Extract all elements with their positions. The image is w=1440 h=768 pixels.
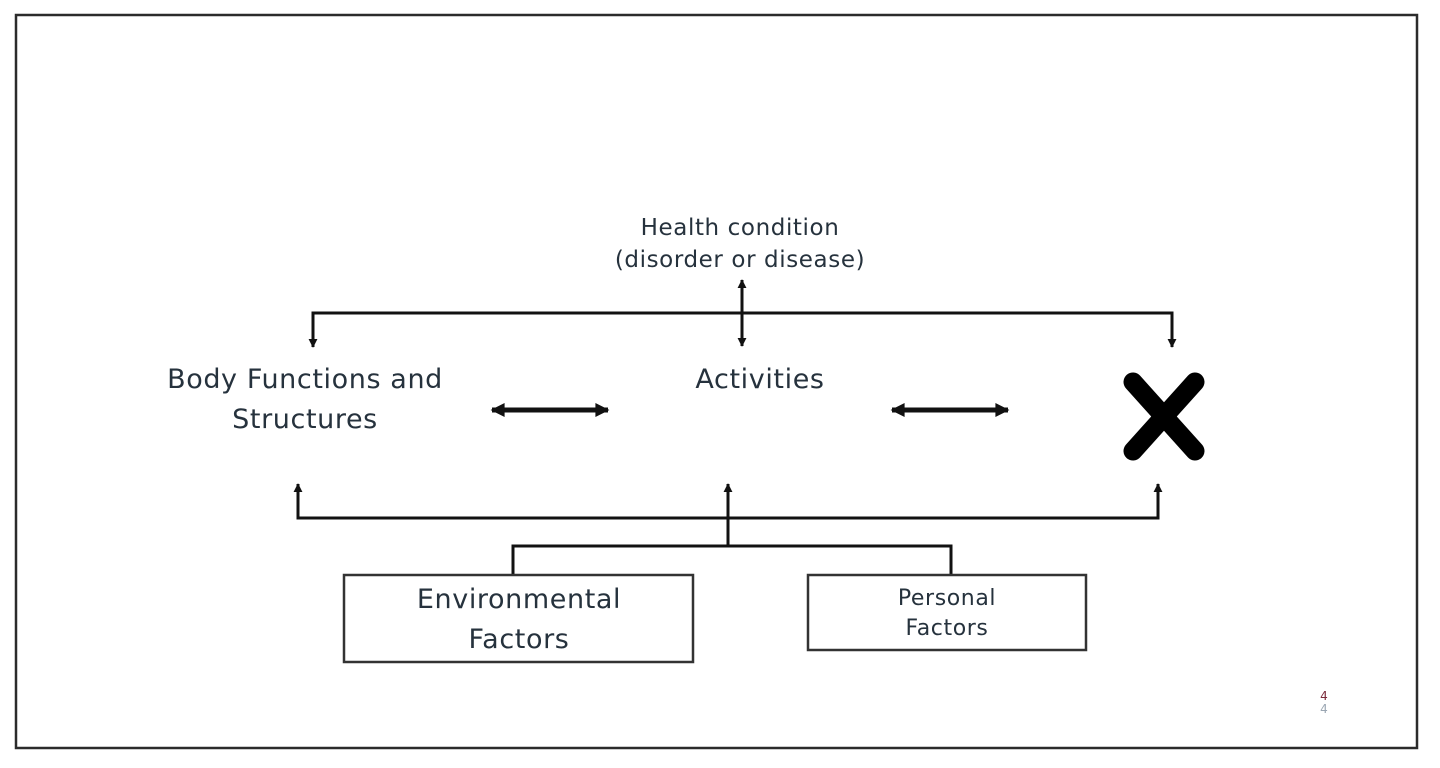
environmental-factors-label: Environmental Factors	[344, 580, 694, 660]
environmental-factors-box	[342, 573, 695, 664]
health-condition-label: Health condition (disorder or disease)	[560, 212, 920, 276]
activities-label: Activities	[620, 360, 900, 400]
health-condition-line1: Health condition	[640, 215, 840, 241]
top-bracket	[311, 311, 1174, 346]
contextual-bracket	[511, 544, 953, 576]
personal-factors-line1: Personal	[897, 586, 997, 611]
body-functions-label: Body Functions and Structures	[100, 360, 510, 440]
slide-number: 4 4	[1312, 690, 1336, 716]
environmental-factors-line2: Factors	[468, 624, 570, 655]
cross-mark-icon	[1123, 372, 1205, 461]
health-condition-line2: (disorder or disease)	[614, 247, 866, 273]
body-functions-line1: Body Functions and	[167, 364, 443, 395]
personal-factors-line2: Factors	[905, 616, 989, 641]
slide-frame	[14, 13, 1419, 750]
slide-number-shadow: 4	[1320, 702, 1328, 716]
body-functions-line2: Structures	[232, 404, 378, 435]
environmental-factors-line1: Environmental	[416, 584, 622, 615]
personal-factors-box	[806, 573, 1088, 652]
personal-factors-label: Personal Factors	[808, 584, 1086, 644]
slide-number-primary: 4	[1320, 689, 1328, 703]
activities-text: Activities	[695, 364, 825, 395]
